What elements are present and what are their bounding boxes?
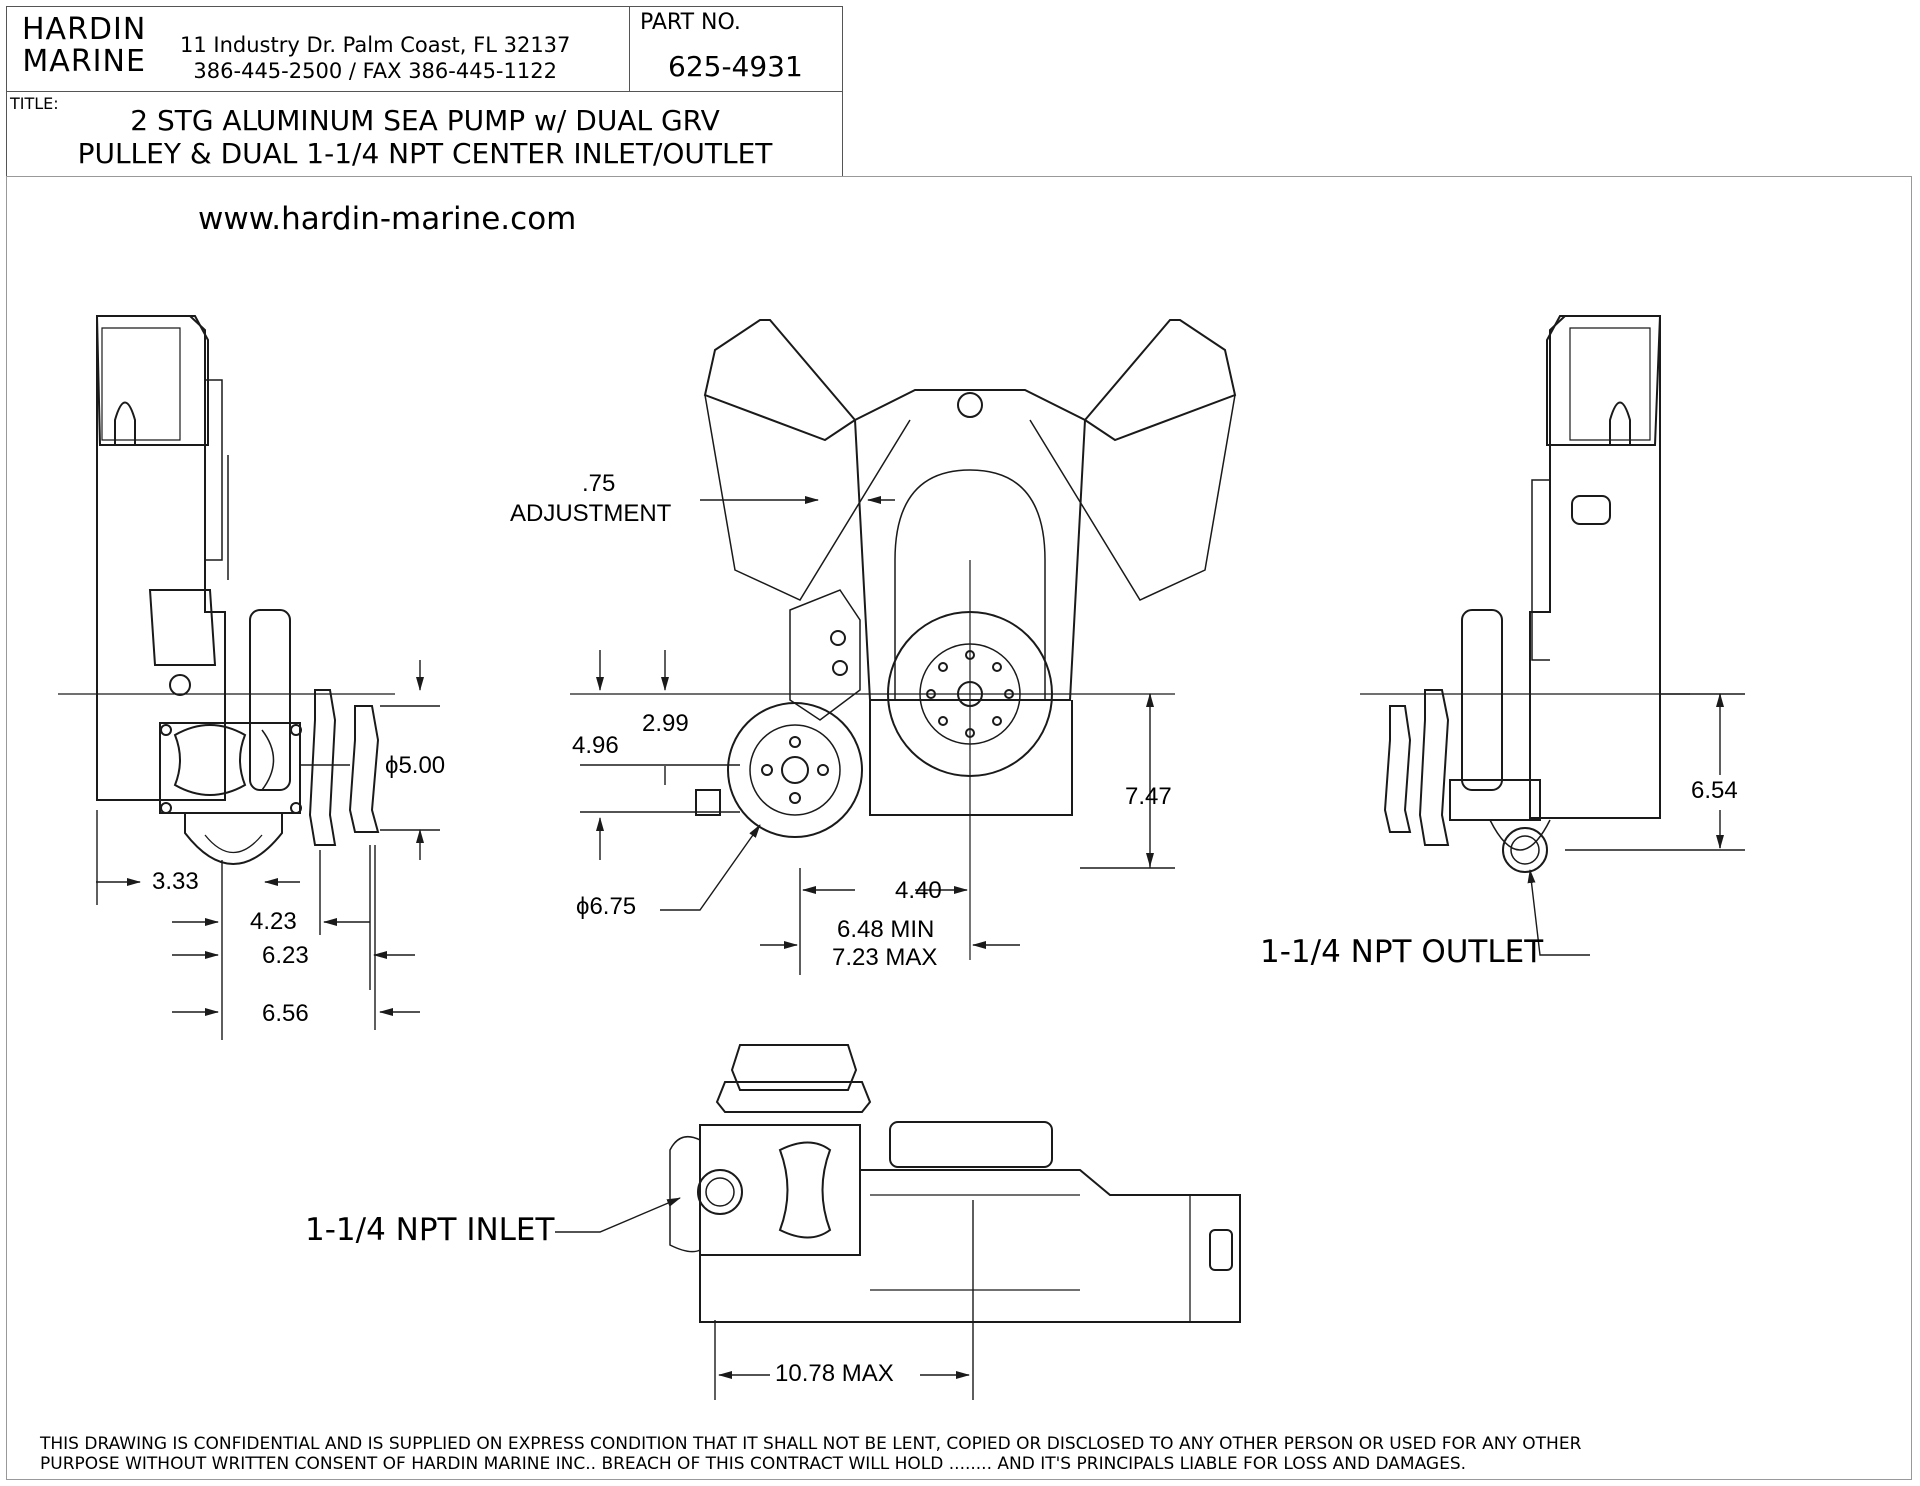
title-label: TITLE: [10, 94, 59, 113]
address-line-1: 11 Industry Dr. Palm Coast, FL 32137 [180, 33, 571, 57]
dim-front-max: 7.23 MAX [832, 944, 938, 971]
title-line-2: PULLEY & DUAL 1-1/4 NPT CENTER INLET/OUT… [77, 137, 773, 170]
dim-left-6-56: 6.56 [262, 1000, 309, 1027]
part-no-value: 625-4931 [668, 50, 803, 83]
callout-inlet: 1-1/4 NPT INLET [305, 1212, 555, 1248]
company-address: 11 Industry Dr. Palm Coast, FL 32137 386… [180, 32, 570, 84]
bottom-view [669, 1044, 1241, 1323]
part-no-label: PART NO. [640, 10, 741, 35]
left-side-view [58, 315, 395, 865]
company-line-1: HARDIN [22, 12, 147, 47]
dimension-lines-right [1527, 693, 1745, 956]
dim-left-3-33: 3.33 [152, 868, 199, 895]
address-line-2: 386-445-2500 / FAX 386-445-1122 [193, 59, 557, 83]
confidentiality-notice: THIS DRAWING IS CONFIDENTIAL AND IS SUPP… [40, 1434, 1581, 1474]
dimension-lines-left [96, 660, 440, 1040]
drawing-title: 2 STG ALUMINUM SEA PUMP w/ DUAL GRV PULL… [20, 104, 830, 170]
dim-front-4-40: 4.40 [895, 877, 942, 904]
dim-front-4-96: 4.96 [572, 732, 619, 759]
dim-front-7-47: 7.47 [1125, 783, 1172, 810]
dimension-lines-front [580, 496, 1175, 975]
right-side-view [1360, 315, 1690, 873]
dim-bottom-width-max: 10.78 MAX [775, 1360, 894, 1387]
callout-outlet: 1-1/4 NPT OUTLET [1260, 934, 1544, 970]
notice-line-2: PURPOSE WITHOUT WRITTEN CONSENT OF HARDI… [40, 1454, 1467, 1474]
company-line-2: MARINE [22, 44, 146, 79]
dim-left-pulley-dia: ϕ5.00 [385, 752, 446, 779]
dim-front-pulley-dia: ϕ6.75 [576, 893, 637, 920]
website-url[interactable]: www.hardin-marine.com [198, 201, 577, 237]
dimension-lines-bottom [555, 1197, 974, 1400]
title-line-1: 2 STG ALUMINUM SEA PUMP w/ DUAL GRV [130, 104, 720, 137]
company-name: HARDIN MARINE [22, 14, 146, 78]
dim-right-6-54: 6.54 [1691, 777, 1738, 804]
dim-left-4-23: 4.23 [250, 908, 297, 935]
notice-line-1: THIS DRAWING IS CONFIDENTIAL AND IS SUPP… [40, 1434, 1582, 1454]
dim-left-6-23: 6.23 [262, 942, 309, 969]
front-view [570, 319, 1237, 960]
dim-adjustment-label: ADJUSTMENT [510, 500, 672, 527]
dim-front-2-99: 2.99 [642, 710, 689, 737]
dim-front-min: 6.48 MIN [837, 916, 935, 943]
dim-adjustment-value: .75 [582, 470, 616, 497]
drawing-frame [6, 176, 1912, 1480]
